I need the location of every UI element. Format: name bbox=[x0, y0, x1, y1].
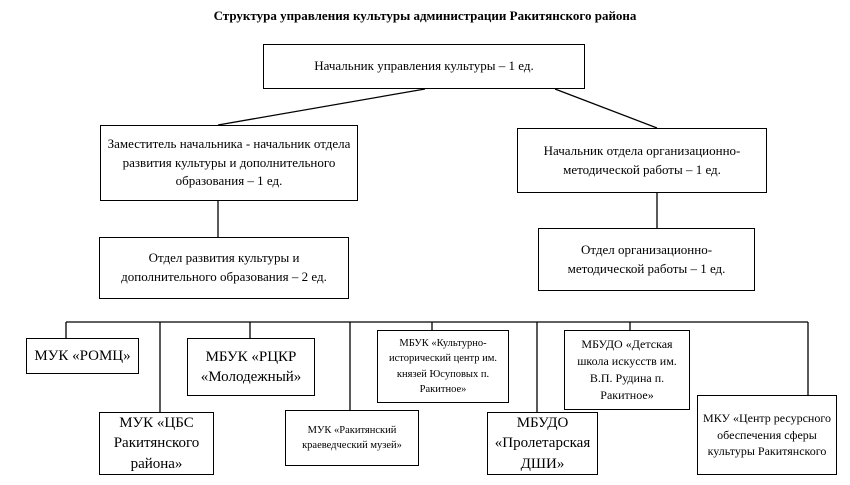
resource-center-box: МКУ «Центр ресурсного обеспечения сферы … bbox=[697, 395, 837, 475]
dshi-label: МБУДО «Пролетарская ДШИ» bbox=[494, 415, 591, 472]
museum-box: МУК «Ракитянский краеведческий музей» bbox=[285, 410, 419, 466]
dshi-box: МБУДО «Пролетарская ДШИ» bbox=[487, 412, 598, 475]
cultural-center-label: МБУК «Культурно-исторический центр им. к… bbox=[388, 338, 498, 395]
rckr-label: МБУК «РЦКР «Молодежный» bbox=[200, 348, 302, 385]
resource-center-label: МКУ «Центр ресурсного обеспечения сферы … bbox=[703, 410, 831, 459]
deputy-head-label: Заместитель начальника - начальник отдел… bbox=[107, 135, 351, 189]
culture-development-department-label: Отдел развития культуры и дополнительног… bbox=[121, 250, 327, 284]
cbs-box: МУК «ЦБС Ракитянского района» bbox=[99, 412, 214, 475]
org-method-department-label: Отдел организационно-методической работы… bbox=[567, 241, 726, 276]
museum-label: МУК «Ракитянский краеведческий музей» bbox=[302, 424, 402, 451]
rckr-box: МБУК «РЦКР «Молодежный» bbox=[187, 338, 315, 396]
romc-box: МУК «РОМЦ» bbox=[26, 338, 139, 374]
connector-head-org bbox=[554, 88, 658, 129]
diagram-title: Структура управления культуры администра… bbox=[213, 8, 637, 23]
org-method-head-box: Начальник отдела организационно-методиче… bbox=[517, 128, 767, 193]
head-of-culture-box: Начальник управления культуры – 1 ед. bbox=[263, 44, 585, 89]
deputy-head-box: Заместитель начальника - начальник отдел… bbox=[100, 125, 358, 201]
romc-label: МУК «РОМЦ» bbox=[34, 347, 131, 364]
cbs-label: МУК «ЦБС Ракитянского района» bbox=[113, 415, 200, 472]
art-school-box: МБУДО «Детская школа искусств им. В.П. Р… bbox=[564, 330, 690, 410]
head-of-culture-label: Начальник управления культуры – 1 ед. bbox=[314, 58, 534, 74]
connector-head-deputy bbox=[217, 88, 426, 126]
org-method-head-label: Начальник отдела организационно-методиче… bbox=[543, 142, 741, 177]
culture-development-department-box: Отдел развития культуры и дополнительног… bbox=[99, 237, 349, 299]
art-school-label: МБУДО «Детская школа искусств им. В.П. Р… bbox=[577, 337, 677, 402]
org-method-department-box: Отдел организационно-методической работы… bbox=[538, 228, 755, 291]
cultural-center-box: МБУК «Культурно-исторический центр им. к… bbox=[377, 330, 509, 403]
